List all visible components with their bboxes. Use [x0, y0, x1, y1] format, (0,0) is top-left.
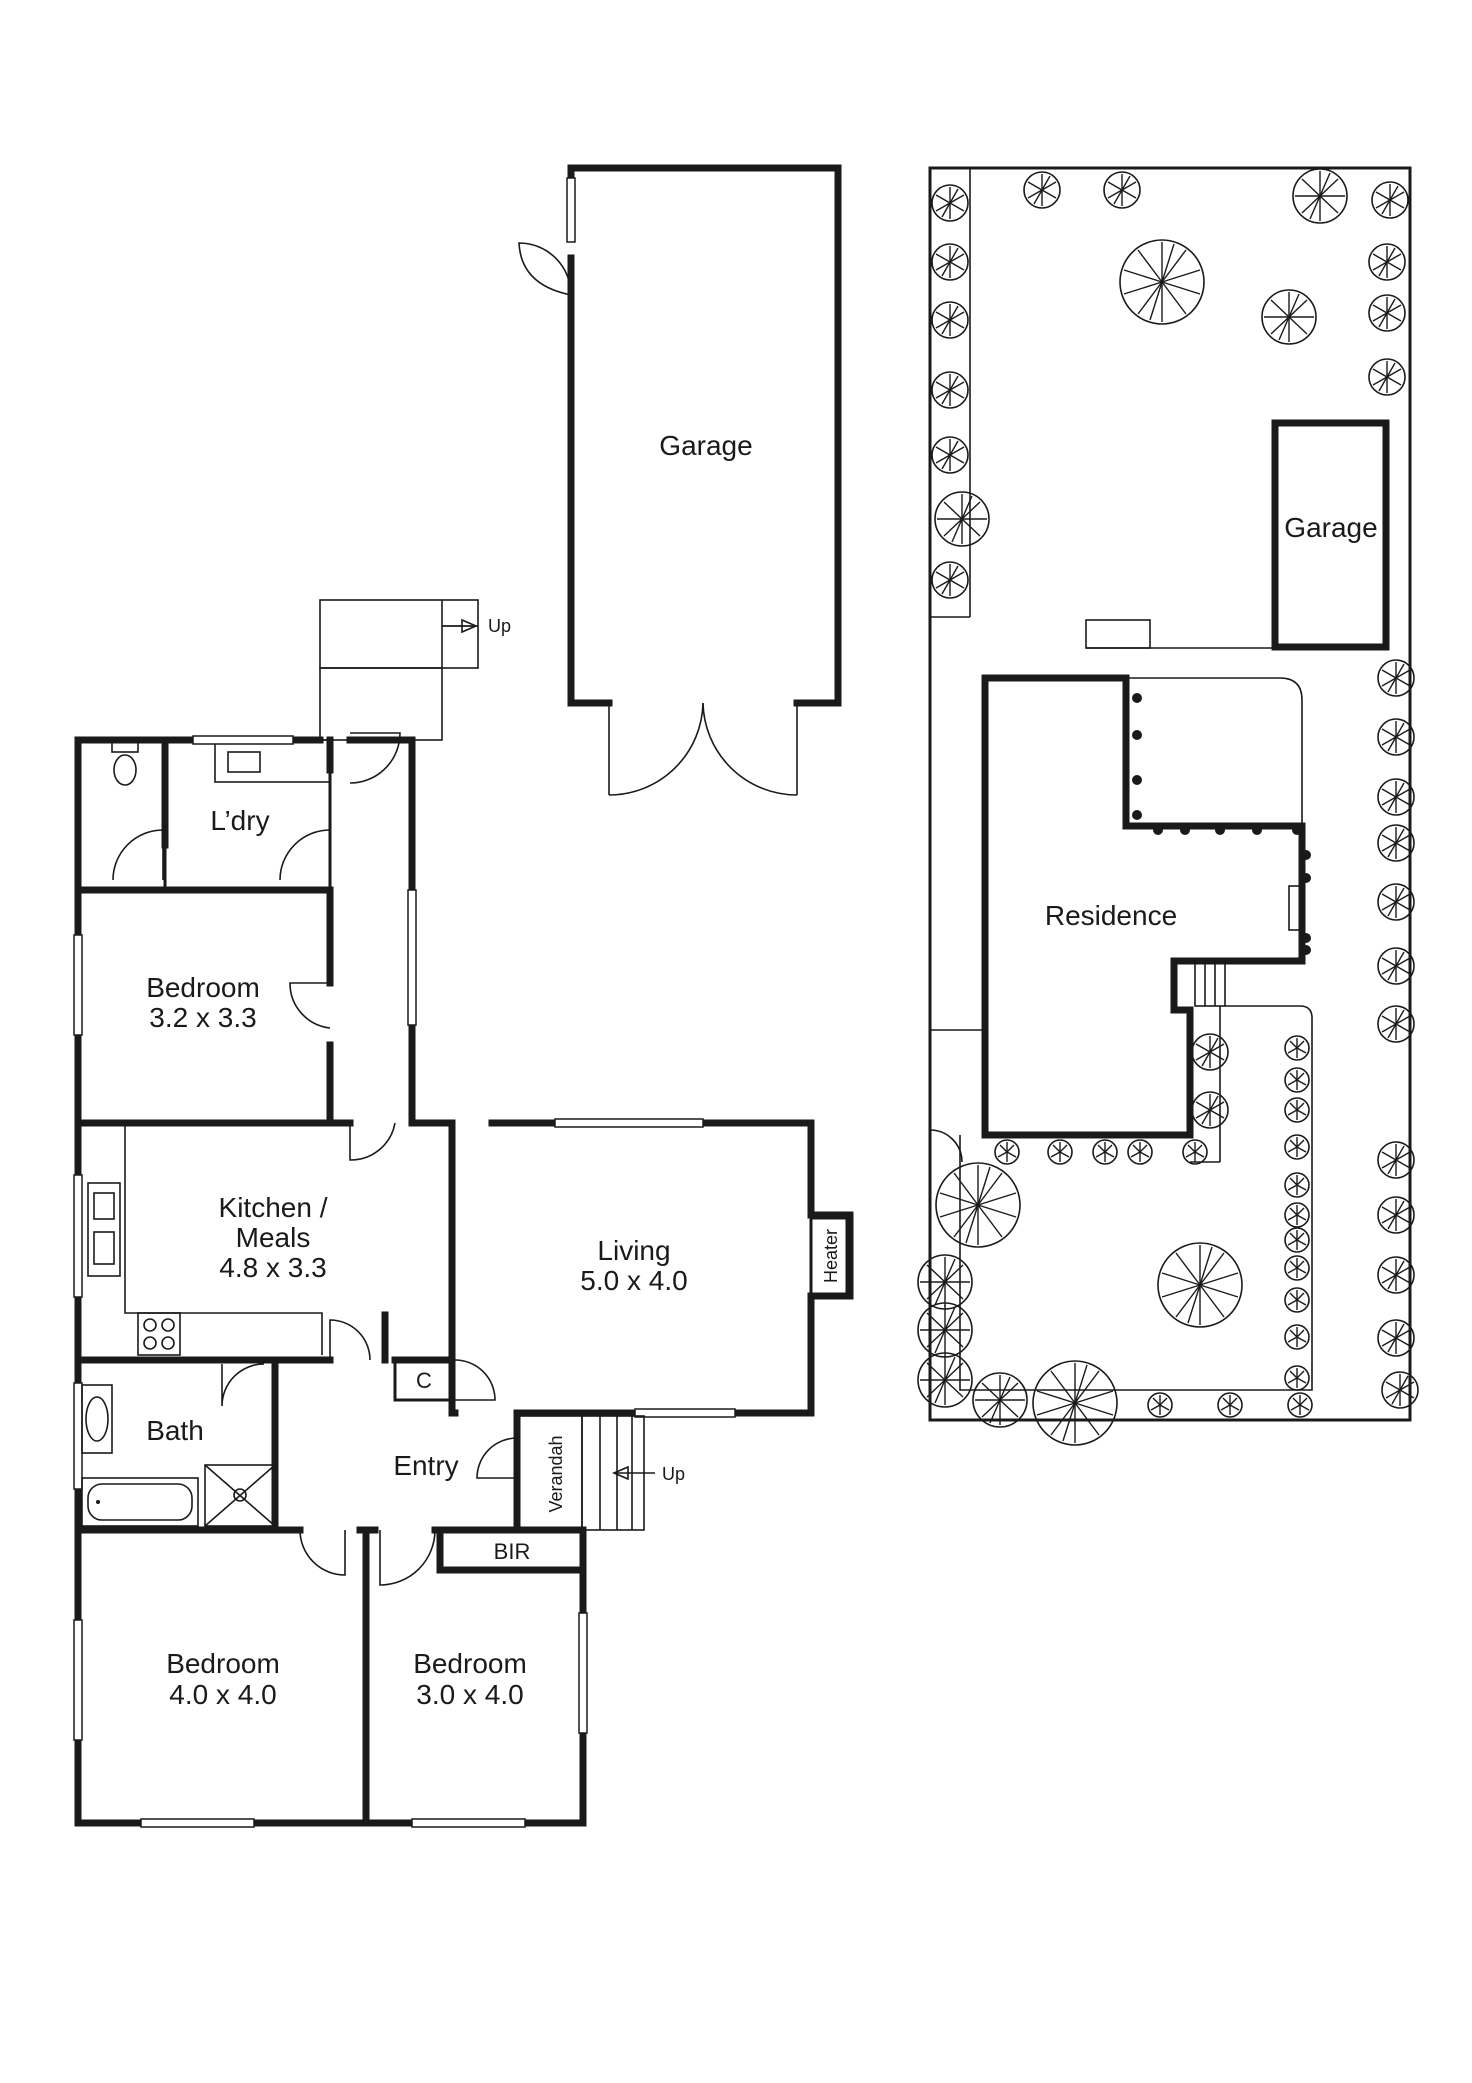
residence-label: Residence [1045, 900, 1177, 931]
living-door [454, 1359, 496, 1401]
cupboard-c [393, 1358, 454, 1402]
heater-label: Heater [821, 1229, 841, 1283]
site-trees [917, 168, 1419, 1446]
kitchen-door [349, 1122, 396, 1161]
bath-fixtures [81, 1384, 276, 1527]
bath-door [221, 1363, 265, 1407]
living-name: Living [597, 1235, 670, 1266]
entry-label: Entry [393, 1450, 458, 1481]
bedroom-rear-size: 3.2 x 3.3 [149, 1002, 256, 1033]
kitchen-size: 4.8 x 3.3 [219, 1252, 326, 1283]
verandah [516, 1415, 655, 1531]
kitchen-bench [82, 1124, 323, 1356]
bedroom-rear-door [289, 982, 331, 1029]
kitchen-name-line2: Meals [236, 1222, 311, 1253]
front-door [476, 1437, 518, 1479]
entry-kitchen-door [329, 1319, 371, 1361]
bedroom-front-left-size: 4.0 x 4.0 [169, 1679, 276, 1710]
kitchen-name-line1: Kitchen / [219, 1192, 328, 1223]
bedroom-front-right-size: 3.0 x 4.0 [416, 1679, 523, 1710]
bath-label: Bath [146, 1415, 204, 1446]
bir-label: BIR [494, 1539, 531, 1564]
rear-landing [319, 599, 479, 741]
laundry-walls [78, 732, 401, 892]
site-garage-label: Garage [1284, 512, 1377, 543]
windows [73, 735, 736, 1828]
site-garage [1271, 419, 1390, 651]
site-boundary [928, 166, 1412, 1422]
bedroom-front-right-name: Bedroom [413, 1648, 527, 1679]
cupboard-label: C [416, 1368, 432, 1393]
living-size: 5.0 x 4.0 [580, 1265, 687, 1296]
garage-structure [518, 164, 842, 796]
up-rear-label: Up [488, 616, 511, 636]
site-plan: Residence Garage [917, 166, 1419, 1446]
site-shrubs [994, 1035, 1313, 1418]
laundry-label: L’dry [210, 805, 269, 836]
hedge-dots [1132, 693, 1311, 955]
residence-outline [981, 674, 1306, 1139]
up-front-label: Up [662, 1464, 685, 1484]
bedroom-right-door [379, 1529, 436, 1586]
floor-plan: Garage L’dry Bedroom 3.2 x 3.3 Kitchen /… [73, 164, 854, 1828]
bedroom-left-door [299, 1529, 346, 1576]
verandah-label: Verandah [546, 1435, 566, 1512]
bedroom-rear-name: Bedroom [146, 972, 260, 1003]
garage-label: Garage [659, 430, 752, 461]
heater [809, 1216, 849, 1296]
bedroom-front-left-name: Bedroom [166, 1648, 280, 1679]
